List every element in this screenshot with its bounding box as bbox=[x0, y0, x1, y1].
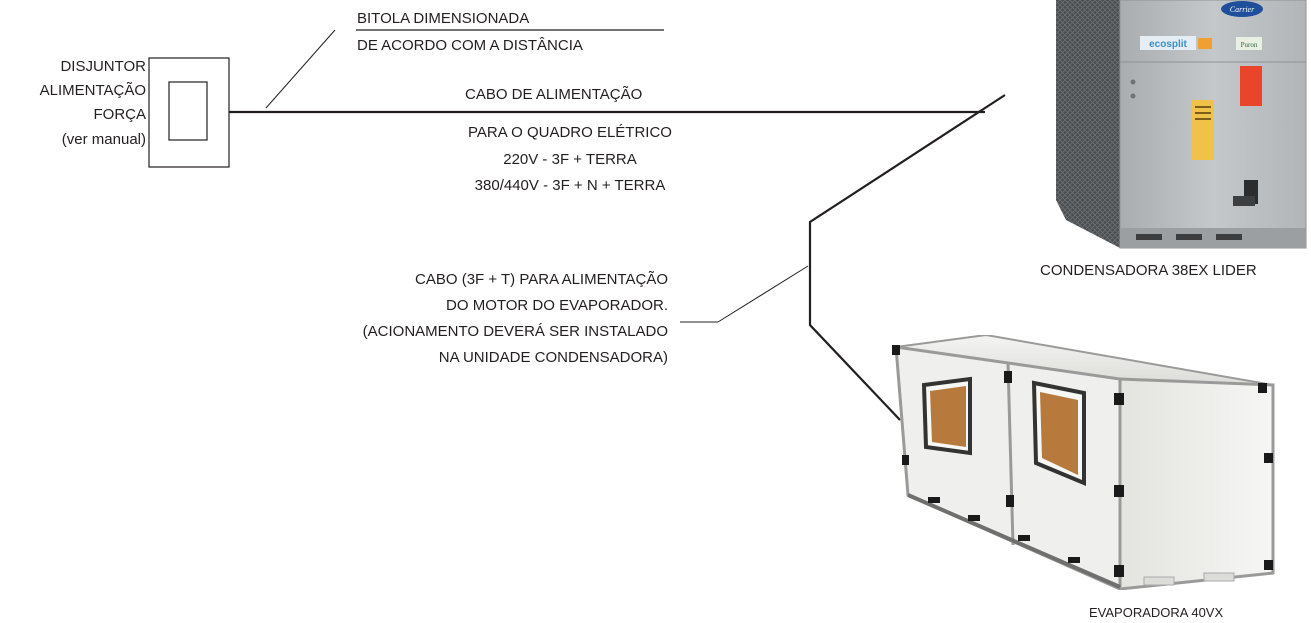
evaporator-caption: EVAPORADORA 40VX bbox=[1089, 605, 1224, 620]
condenser-small-label bbox=[1198, 38, 1212, 49]
breaker-label-line: ALIMENTAÇÃO bbox=[39, 82, 146, 99]
breaker-label-line: FORÇA bbox=[93, 106, 147, 123]
gauge-note-leader bbox=[265, 29, 336, 109]
supply-cable-line-1: PARA O QUADRO ELÉTRICO bbox=[468, 124, 672, 141]
fan-blower-left-icon bbox=[930, 386, 966, 447]
motor-cable-note-line: CABO (3F + T) PARA ALIMENTAÇÃO bbox=[415, 271, 668, 288]
breaker-label: DISJUNTOR ALIMENTAÇÃO FORÇA (ver manual) bbox=[40, 58, 146, 155]
fan-blower-right-icon bbox=[1040, 392, 1078, 475]
evaporator-unit-image bbox=[892, 335, 1275, 590]
condenser-unit-image: Carrier ecosplit Puron bbox=[1056, 0, 1307, 249]
motor-cable-note: CABO (3F + T) PARA ALIMENTAÇÃO DO MOTOR … bbox=[363, 271, 668, 375]
gauge-note-line-1: BITOLA DIMENSIONADA bbox=[357, 10, 530, 27]
condenser-coil-mesh bbox=[1056, 0, 1120, 248]
condenser-brand: Carrier bbox=[1230, 5, 1255, 14]
supply-cable-line-2: 220V - 3F + TERRA bbox=[503, 151, 637, 168]
ecosplit-badge bbox=[1140, 36, 1196, 50]
evaporator-side-panel bbox=[1118, 377, 1275, 590]
breaker-label-line: DISJUNTOR bbox=[60, 58, 146, 75]
motor-note-leader bbox=[717, 265, 809, 323]
carrier-logo-icon bbox=[1221, 1, 1263, 17]
motor-cable-line bbox=[808, 94, 1006, 421]
gauge-note-line-2: DE ACORDO COM A DISTÂNCIA bbox=[357, 37, 583, 54]
condenser-info-label bbox=[1192, 100, 1214, 160]
breaker-switch bbox=[168, 81, 208, 141]
breaker-label-line: (ver manual) bbox=[61, 131, 146, 148]
condenser-warning-label bbox=[1240, 66, 1262, 106]
supply-cable-title: CABO DE ALIMENTAÇÃO bbox=[465, 86, 643, 103]
motor-cable-note-line: DO MOTOR DO EVAPORADOR. bbox=[446, 297, 668, 314]
puron-badge-text: Puron bbox=[1241, 41, 1258, 49]
supply-cable-line-3: 380/440V - 3F + N + TERRA bbox=[474, 177, 666, 194]
ecosplit-badge-text: ecosplit bbox=[1149, 39, 1187, 50]
condenser-caption: CONDENSADORA 38EX LIDER bbox=[1040, 262, 1257, 279]
motor-cable-note-line: (ACIONAMENTO DEVERÁ SER INSTALADO bbox=[362, 323, 668, 340]
puron-badge bbox=[1236, 37, 1262, 50]
motor-cable-note-line: NA UNIDADE CONDENSADORA) bbox=[438, 349, 668, 366]
